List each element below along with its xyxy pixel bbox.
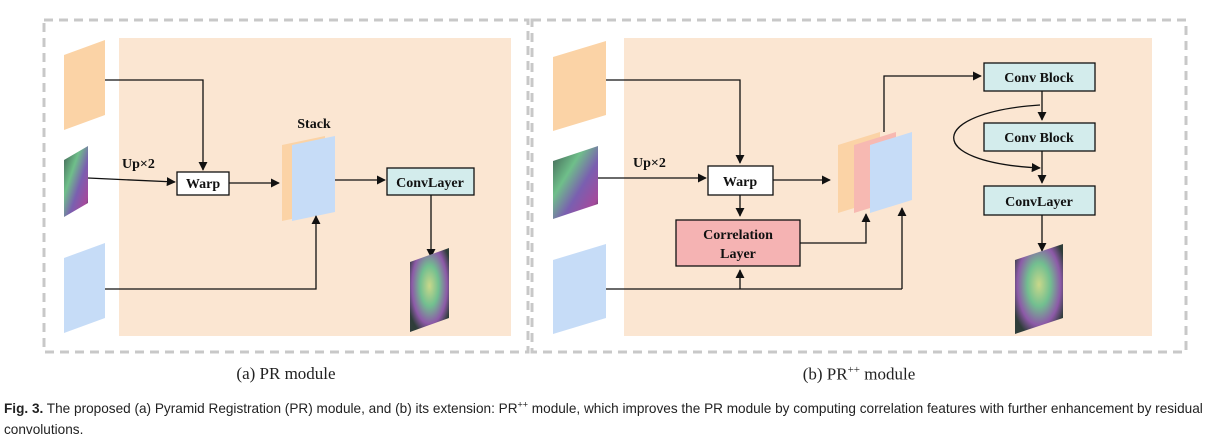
arrow-correlation-to-stack bbox=[800, 213, 871, 244]
stack-label: Stack bbox=[297, 117, 331, 132]
conv-block-2-label: Conv Block bbox=[1004, 131, 1074, 146]
arrow-orange-to-warp bbox=[105, 79, 208, 171]
correlation-layer-box bbox=[675, 219, 801, 267]
panel-a-border bbox=[42, 18, 530, 354]
convlayer-label-a: ConvLayer bbox=[396, 176, 464, 191]
arrow-stack-to-convblock bbox=[883, 71, 982, 132]
caption-text-1: The proposed (a) Pyramid Registration (P… bbox=[43, 401, 518, 416]
arrow-flow-to-warp bbox=[87, 177, 176, 187]
caption-text-2: module, which improves the PR module by … bbox=[4, 401, 1203, 437]
warp-label-b: Warp bbox=[723, 175, 757, 190]
conv-block-1-box bbox=[983, 62, 1096, 92]
figure-caption: Fig. 3. The proposed (a) Pyramid Registr… bbox=[4, 398, 1224, 440]
convlayer-label-b: ConvLayer bbox=[1005, 195, 1073, 210]
feature-map-blue bbox=[64, 243, 105, 333]
feature-map-orange bbox=[64, 40, 105, 130]
arrow-blue-to-stack bbox=[105, 215, 321, 290]
caption-sup: ++ bbox=[517, 399, 529, 410]
feature-map-blue-b bbox=[553, 244, 606, 334]
panel-a-sublabel: (a) PR module bbox=[236, 364, 336, 383]
arrow-orange-to-warp-b bbox=[606, 79, 745, 164]
conv-block-1-label: Conv Block bbox=[1004, 71, 1074, 86]
flow-map-input bbox=[64, 146, 88, 217]
panel-b-sublabel-suffix: module bbox=[860, 364, 916, 384]
stack-b-layer-blue bbox=[870, 132, 912, 213]
residual-connection bbox=[953, 104, 1041, 173]
panel-b: Up×2 Warp Correlation Layer Conv Block C… bbox=[530, 18, 1188, 354]
flow-map-output-b bbox=[1015, 244, 1063, 334]
flow-map-output-a bbox=[410, 248, 449, 332]
panel-a: Up×2 Warp Stack ConvLayer bbox=[42, 18, 530, 354]
feature-map-orange-b bbox=[553, 41, 606, 131]
upsample-label-a: Up×2 bbox=[122, 157, 155, 172]
convlayer-box-b bbox=[983, 185, 1096, 216]
correlation-label-line1: Correlation bbox=[703, 228, 773, 243]
conv-block-2-box bbox=[983, 122, 1096, 152]
flow-map-input-b bbox=[553, 146, 598, 219]
upsample-label-b: Up×2 bbox=[633, 156, 666, 171]
stack-layer-blue bbox=[292, 136, 335, 221]
panel-b-sublabel: (b) PR++ module bbox=[659, 364, 1059, 385]
figure-label: Fig. 3. bbox=[4, 401, 44, 416]
warp-label-a: Warp bbox=[186, 177, 220, 192]
panel-b-sublabel-prefix: (b) PR bbox=[802, 364, 848, 384]
correlation-label-line2: Layer bbox=[720, 247, 756, 262]
panel-b-sublabel-sup: ++ bbox=[847, 364, 861, 376]
panel-b-border bbox=[530, 18, 1188, 354]
